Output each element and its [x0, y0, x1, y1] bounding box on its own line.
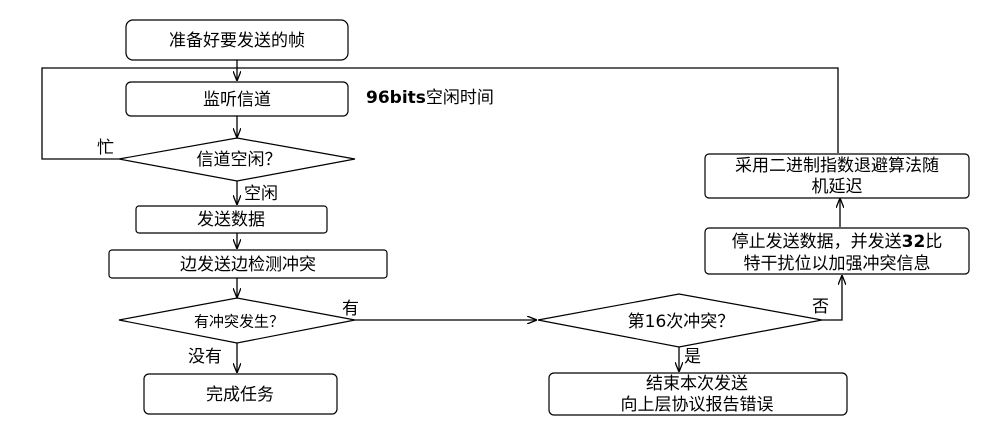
node-complete-task: 完成任务 [143, 373, 338, 415]
node-stop-jam-line2: 特干扰位以加强冲突信息 [744, 254, 931, 274]
node-send-data: 发送数据 [135, 205, 328, 234]
node-listen-channel-label: 监听信道 [203, 90, 271, 110]
edge-label-idle: 空闲 [244, 184, 278, 204]
node-listen-channel: 监听信道 [125, 81, 349, 117]
node-stop-jam-line1-b: 32 [902, 232, 926, 252]
edge-label-collision-yes: 有 [342, 299, 359, 319]
edge-not-sixteenth-to-jam [822, 276, 842, 321]
edge-label-is-sixteenth: 是 [684, 347, 701, 367]
node-end-report-line1: 结束本次发送 [646, 374, 748, 394]
decision-collision-label: 有冲突发生？ [194, 313, 284, 331]
edge-label-not-sixteenth: 否 [812, 297, 829, 317]
edges [41, 60, 842, 372]
node-end-report: 结束本次发送 向上层协议报告错误 [548, 372, 848, 416]
edge-backoff-to-listen [237, 67, 839, 153]
node-send-data-label: 发送数据 [197, 210, 265, 230]
node-prepare-frame-label: 准备好要发送的帧 [169, 31, 305, 51]
decision-collision: 有冲突发生？ [118, 297, 356, 344]
node-backoff-line1: 采用二进制指数退避算法随 [735, 156, 939, 176]
decision-channel-idle: 信道空闲？ [118, 137, 356, 182]
node-complete-task-label: 完成任务 [206, 385, 274, 405]
decision-sixteenth-collision-label: 第16次冲突？ [628, 312, 735, 332]
edge-label-busy: 忙 [97, 138, 114, 158]
idle-time-note-text: 空闲时间 [426, 88, 494, 108]
node-send-detect: 边发送边检测冲突 [108, 249, 388, 279]
node-stop-jam-line1-c: 比 [925, 232, 942, 252]
node-backoff-line2: 机延迟 [812, 177, 863, 197]
node-stop-jam-line1-a: 停止发送数据，并发送 [732, 232, 902, 252]
edge-busy-loop [41, 67, 237, 160]
node-prepare-frame: 准备好要发送的帧 [125, 19, 349, 61]
node-stop-jam-line1: 停止发送数据，并发送32比 [732, 232, 943, 252]
decision-channel-idle-label: 信道空闲？ [197, 150, 282, 170]
node-send-detect-label: 边发送边检测冲突 [180, 255, 316, 275]
edge-label-no-collision: 没有 [188, 347, 222, 367]
node-end-report-line2: 向上层协议报告错误 [621, 395, 774, 415]
idle-time-note-bits: 96bits [366, 88, 426, 108]
node-stop-jam: 停止发送数据，并发送32比 特干扰位以加强冲突信息 [704, 227, 970, 275]
idle-time-note: 96bits空闲时间 [366, 88, 494, 108]
decision-sixteenth-collision: 第16次冲突？ [537, 293, 823, 348]
node-backoff: 采用二进制指数退避算法随 机延迟 [704, 153, 970, 199]
